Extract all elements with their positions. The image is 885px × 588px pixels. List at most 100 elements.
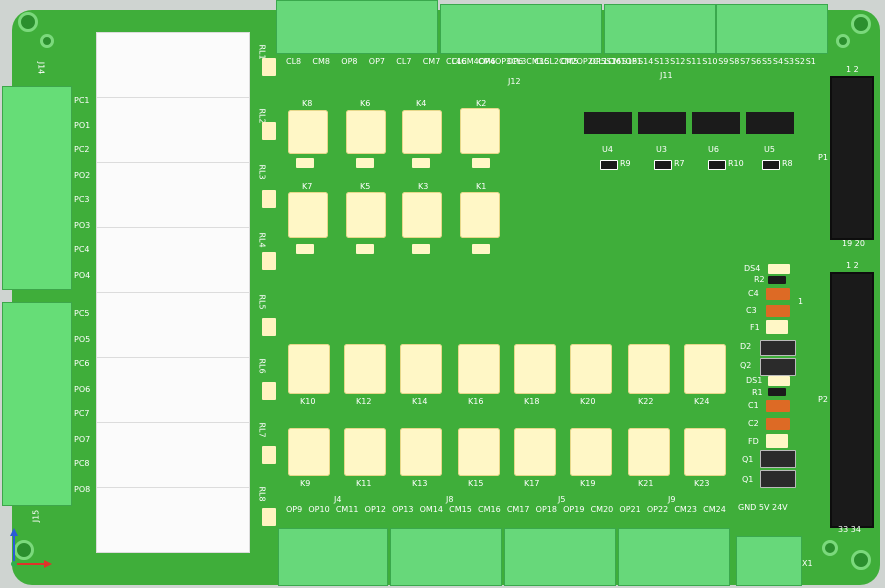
connector-bottom-4 bbox=[618, 528, 730, 586]
ic-u5 bbox=[746, 112, 794, 134]
left-label: PC1 bbox=[74, 96, 90, 105]
terminal-block-j15 bbox=[2, 302, 72, 506]
relay-diode bbox=[262, 508, 276, 526]
resistor-label: R9 bbox=[620, 159, 631, 168]
part-label: Q1 bbox=[742, 455, 754, 464]
pin-label: CM17 bbox=[506, 505, 530, 514]
photo-relay-k15 bbox=[458, 428, 500, 476]
pin-label: CL1 bbox=[592, 57, 608, 66]
bottom-label-row: OP9 OP10 CM11 OP12 OP13 OM14 CM15 CM16 C… bbox=[286, 506, 726, 528]
relay-diode bbox=[262, 190, 276, 208]
relay-label: K13 bbox=[412, 479, 428, 488]
bottom-conn-label: J9 bbox=[668, 495, 676, 504]
pin-label: S14 bbox=[638, 57, 654, 66]
mount-hole-tr bbox=[851, 14, 871, 34]
pin-label: OP10 bbox=[308, 505, 330, 514]
j11-label: J11 bbox=[660, 71, 673, 80]
relay-diode bbox=[262, 58, 276, 76]
top-left-label-row-2: CL4 CM4 OP4 OP3 CL3 CM3 CL2 CM2 OP2 CL1 … bbox=[446, 57, 642, 80]
axis-gizmo-svg bbox=[10, 528, 52, 568]
pin-label: S1 bbox=[805, 57, 816, 66]
left-label: PC3 bbox=[74, 195, 90, 204]
x1-label: X1 bbox=[802, 559, 813, 568]
photo-relay-k24 bbox=[684, 344, 726, 394]
connector-bottom-3 bbox=[504, 528, 616, 586]
photo-relay-k8 bbox=[288, 110, 328, 154]
part-label: DS1 bbox=[746, 376, 763, 385]
rl-label: RL3 bbox=[257, 164, 267, 180]
relay-rl6 bbox=[96, 357, 250, 423]
bottom-conn-label: J5 bbox=[558, 495, 566, 504]
rl-label: RL5 bbox=[257, 294, 267, 310]
part-label: C4 bbox=[748, 289, 759, 298]
pin-label: S3 bbox=[783, 57, 795, 66]
pin-label: OP6 bbox=[506, 57, 524, 66]
relay-label: K9 bbox=[300, 479, 311, 488]
connector-bottom-2 bbox=[390, 528, 502, 586]
mount-hole-bl bbox=[14, 540, 34, 560]
left-label: PO4 bbox=[74, 271, 91, 280]
photo-relay-k6 bbox=[346, 110, 386, 154]
pin-label: OP9 bbox=[286, 505, 303, 514]
pin-label: CM2 bbox=[559, 57, 577, 66]
part-label: Q1 bbox=[742, 475, 754, 484]
photo-relay-k10 bbox=[288, 344, 330, 394]
pin-label: CM5 bbox=[560, 57, 579, 66]
pin-label: OP3 bbox=[494, 57, 512, 66]
photo-relay-k18 bbox=[514, 344, 556, 394]
relay-label: K1 bbox=[476, 182, 487, 191]
photo-relay-k22 bbox=[628, 344, 670, 394]
photo-relay-k20 bbox=[570, 344, 612, 394]
relay-diode bbox=[262, 446, 276, 464]
relay-diode bbox=[262, 122, 276, 140]
relay-label: K2 bbox=[476, 99, 487, 108]
photo-relay-k13 bbox=[400, 428, 442, 476]
photo-relay-k9 bbox=[288, 428, 330, 476]
resistor bbox=[708, 160, 726, 170]
relay-diode bbox=[262, 318, 276, 336]
photo-relay-k21 bbox=[628, 428, 670, 476]
relay-label: K15 bbox=[468, 479, 484, 488]
left-label: PC8 bbox=[74, 459, 90, 468]
relay-label: K24 bbox=[694, 397, 710, 406]
part-label: DS4 bbox=[744, 264, 761, 273]
pin-label: OP1 bbox=[625, 57, 642, 66]
relay-label: K23 bbox=[694, 479, 710, 488]
relay-label: K3 bbox=[418, 182, 429, 191]
pin-label: CL8 bbox=[286, 57, 302, 66]
pin-label: CL7 bbox=[396, 57, 412, 66]
rl-label: RL6 bbox=[257, 358, 267, 374]
p1-bottom-label: 19 20 bbox=[842, 239, 865, 248]
j14-label: J14 bbox=[36, 61, 46, 75]
relay-rl5 bbox=[96, 292, 250, 358]
left-label: PO8 bbox=[74, 485, 91, 494]
mount-hole-tl2 bbox=[40, 34, 54, 48]
diode-d2 bbox=[760, 340, 796, 356]
smd-resistor bbox=[296, 244, 314, 254]
led-ds1 bbox=[768, 376, 790, 386]
pin-label: CM15 bbox=[449, 505, 472, 514]
photo-relay-k3 bbox=[402, 192, 442, 238]
pin-label: S13 bbox=[654, 57, 670, 66]
resistor-label: R7 bbox=[674, 159, 685, 168]
relay-rl3 bbox=[96, 162, 250, 228]
connector-top-2 bbox=[440, 4, 602, 54]
pin-label: S4 bbox=[772, 57, 784, 66]
relay-rl7 bbox=[96, 422, 250, 488]
left-label: PC6 bbox=[74, 359, 90, 368]
header-p1 bbox=[830, 76, 874, 240]
photo-relay-k5 bbox=[346, 192, 386, 238]
relay-label: K22 bbox=[638, 397, 654, 406]
pin-label: CM8 bbox=[312, 57, 330, 66]
p2-label: P2 bbox=[818, 395, 828, 404]
left-label: PO7 bbox=[74, 435, 91, 444]
pin-label: CM23 bbox=[674, 505, 698, 514]
photo-relay-k2 bbox=[460, 108, 500, 154]
pin-label: CM1 bbox=[607, 57, 626, 66]
relay-label: K4 bbox=[416, 99, 427, 108]
pin-label: S12 bbox=[670, 57, 686, 66]
resistor-label: R8 bbox=[782, 159, 793, 168]
smd-resistor bbox=[472, 158, 490, 168]
pin-label: CM7 bbox=[422, 57, 441, 66]
relay-label: K21 bbox=[638, 479, 654, 488]
